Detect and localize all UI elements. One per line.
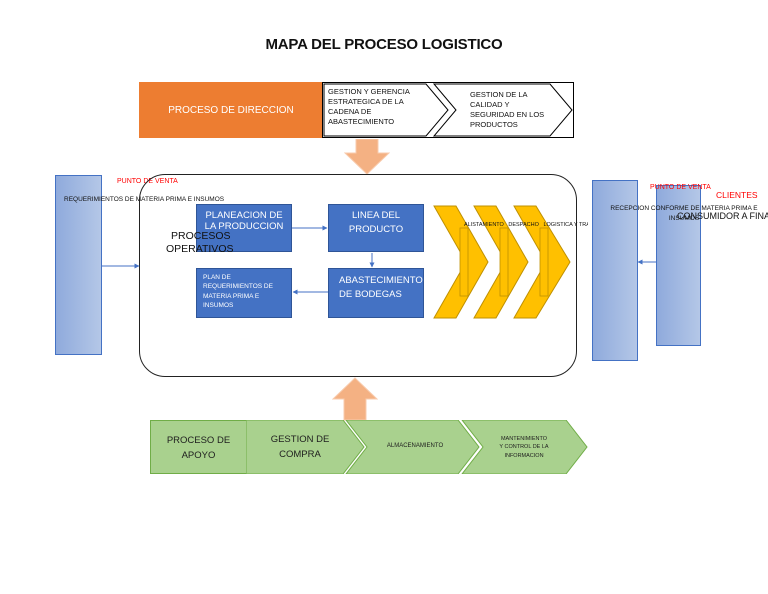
chevron-almacenamiento: [345, 420, 480, 474]
text-line: APOYO: [181, 449, 216, 461]
planeacion-produccion-box: PLANEACION DE LA PRODUCCION: [196, 204, 292, 252]
chevron-gestion-gerencia: [323, 83, 449, 137]
chevron-gestion-calidad-text: GESTION DE LA CALIDAD Y SEGURIDAD EN LOS…: [470, 90, 570, 131]
almacenamiento-text: ALMACENAMIENTO: [386, 443, 444, 449]
text-line: ESTRATEGICA DE LA: [328, 97, 404, 107]
chevron-gestion-compra: [246, 420, 365, 474]
proceso-apoyo-box: PROCESO DE APOYO: [150, 420, 247, 474]
chevron-gestion-gerencia-text: GESTION Y GERENCIA ESTRATEGICA DE LA CAD…: [328, 87, 428, 128]
logistica-chevrons-text: ALISTAMIENTO DESPACHO LOGISTICA Y TRANSP…: [464, 222, 588, 228]
recepcion-bar: [592, 180, 638, 361]
text-line: ABASTECIMIENTO: [328, 117, 395, 127]
text-line: GESTION Y GERENCIA: [328, 87, 410, 96]
procesos-operativos-label: PROCESOS OPERATIVOS: [166, 230, 234, 255]
proceso-direccion-label: PROCESO DE DIRECCION: [168, 104, 294, 116]
consumidor-label: CONSUMIDOR A FINAL: [677, 211, 768, 221]
direccion-chevron-strip: [322, 82, 574, 138]
text-line: LA PRODUCCION: [204, 221, 284, 232]
text-line: SEGURIDAD EN LOS: [470, 110, 545, 120]
text-line: ABASTECIMIENTO: [339, 275, 423, 286]
text-line: GESTION DE: [270, 434, 330, 445]
consumidor-bar: [656, 185, 701, 346]
text-line: DE BODEGAS: [339, 289, 402, 301]
down-arrow-icon: [344, 139, 390, 175]
up-arrow-icon: [332, 377, 378, 421]
text-line: MATERIA PRIMA E: [203, 292, 260, 300]
text-line: REQUERIMIENTOS DE: [203, 283, 273, 291]
chevron-mantenimiento: [461, 420, 588, 474]
text-line: PLANEACION DE: [205, 210, 283, 221]
apoyo-chevrons: [246, 420, 588, 474]
text-line: CALIDAD Y: [470, 100, 510, 110]
proveedores-bar: [55, 175, 102, 355]
punto-venta-right-label: PUNTO DE VENTA: [650, 184, 711, 191]
text-line: COMPRA: [279, 448, 321, 460]
procesos-operativos-frame: [139, 174, 577, 377]
text-line: PRODUCTO: [348, 224, 404, 235]
chevron-gestion-calidad: [432, 83, 573, 137]
text-line: GESTION DE LA: [470, 90, 528, 99]
mantenimiento-text: MANTENIMIENTO Y CONTROL DE LA INFORMACIO…: [486, 435, 562, 460]
recepcion-label: RECEPCION CONFORME DE MATERIA PRIMA E IN…: [610, 205, 758, 222]
direccion-chevrons: [323, 83, 573, 137]
text-line: LINEA DEL: [351, 210, 401, 221]
text-line: PROCESOS: [171, 230, 231, 242]
clientes-label: CLIENTES: [716, 190, 758, 200]
text-line: INSUMOS: [203, 302, 234, 310]
text-line: PRODUCTOS: [470, 120, 518, 130]
abastecimiento-bodegas-box: ABASTECIMIENTO DE BODEGAS: [328, 268, 424, 318]
text-line: MANTENIMIENTO: [500, 436, 548, 442]
linea-producto-box: LINEA DEL PRODUCTO: [328, 204, 424, 252]
page-title: MAPA DEL PROCESO LOGISTICO: [265, 36, 503, 53]
text-line: OPERATIVOS: [166, 242, 234, 255]
proceso-direccion-box: PROCESO DE DIRECCION: [139, 82, 323, 138]
text-line: PROCESO DE: [166, 435, 231, 446]
text-line: PLAN DE: [203, 274, 231, 281]
text-line: Y CONTROL DE LA: [499, 444, 549, 451]
text-line: CADENA DE: [328, 107, 372, 117]
plan-requerimientos-box: PLAN DE REQUERIMIENTOS DE MATERIA PRIMA …: [196, 268, 292, 318]
text-line: INFORMACION: [504, 452, 544, 459]
logistica-chevrons: [433, 205, 571, 319]
gestion-compra-text: GESTION DE COMPRA: [262, 433, 338, 462]
